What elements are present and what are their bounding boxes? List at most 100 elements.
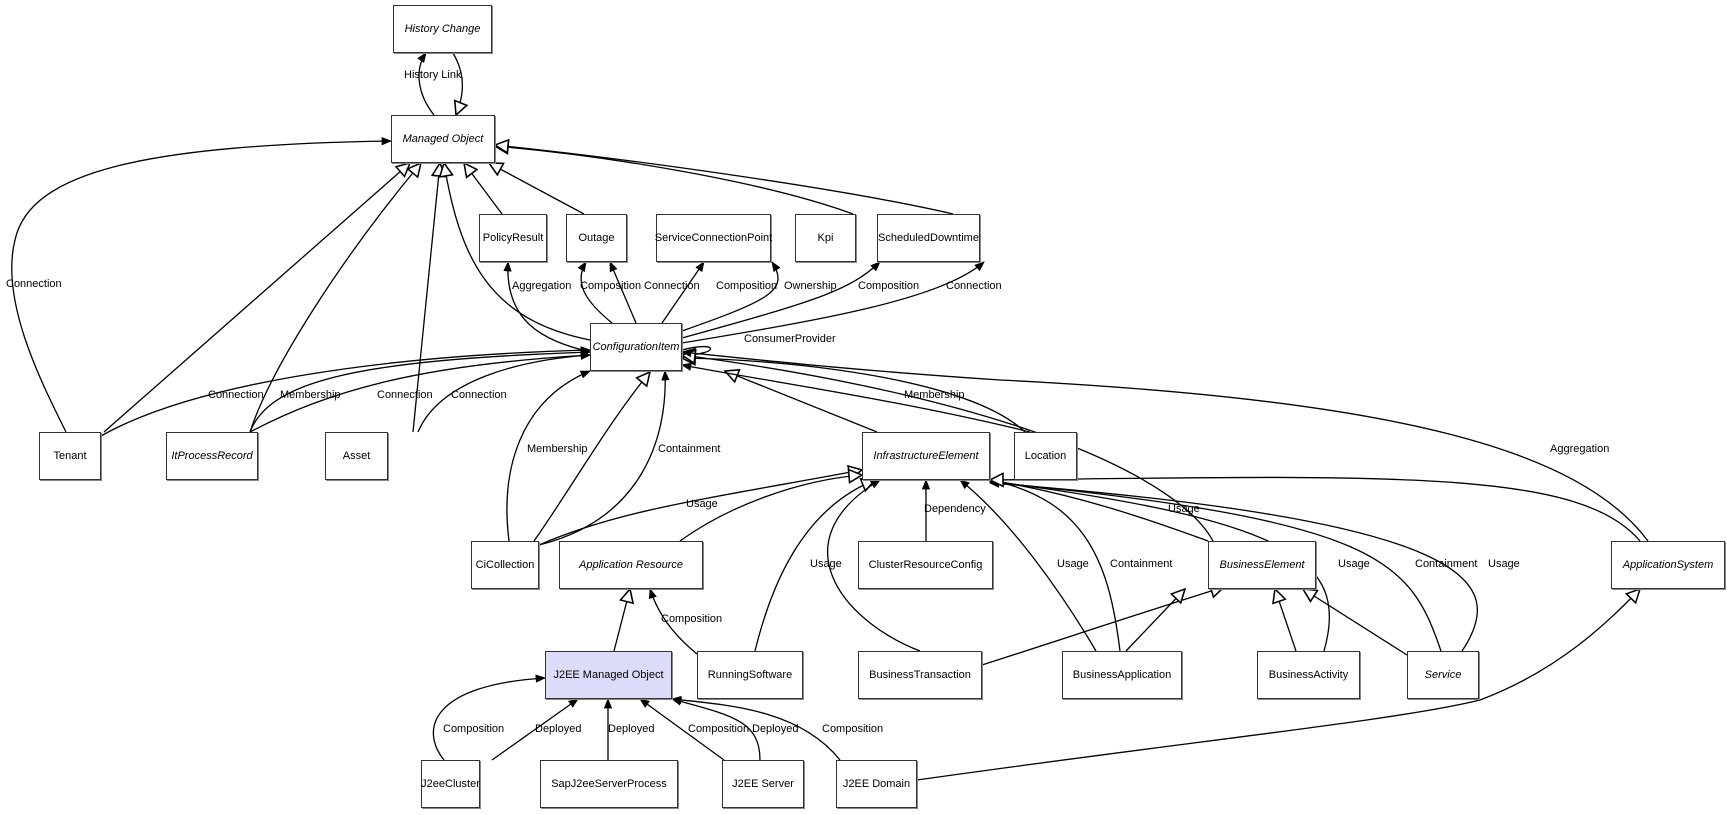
edge-ci-collection-to-configuration-item: [506, 370, 591, 542]
node-ci-collection[interactable]: CiCollection: [471, 541, 539, 589]
edge-label: Usage: [1338, 558, 1370, 570]
node-label: Kpi: [817, 232, 834, 244]
edge-label: Composition: [858, 280, 920, 292]
edge-configuration-item-to-outage: [609, 261, 637, 324]
node-business-activity[interactable]: BusinessActivity: [1257, 651, 1360, 699]
edge-tenant-to-managed-object: [103, 163, 410, 433]
edge-service-to-infrastructure-element: [988, 478, 1442, 652]
edge-business-application-to-infrastructure-element: [988, 477, 1121, 652]
node-label: CiCollection: [475, 559, 535, 571]
edge-ci-collection-to-infrastructure-element: [538, 470, 862, 546]
edge-label: Membership: [280, 389, 341, 401]
edge-outage-to-managed-object: [489, 163, 585, 215]
edge-application-resource-to-infrastructure-element: [679, 475, 862, 542]
node-it-process-record[interactable]: ItProcessRecord: [166, 432, 258, 480]
node-label: Application Resource: [579, 559, 683, 571]
edge-label: ConsumerProvider: [744, 333, 836, 345]
node-j2ee-domain[interactable]: J2EE Domain: [836, 760, 917, 808]
edge-policy-result-to-managed-object: [464, 163, 503, 215]
edge-business-application-to-infrastructure-element: [959, 479, 1097, 652]
edge-running-software-to-infrastructure-element: [754, 480, 875, 652]
edge-configuration-item-to-managed-object: [444, 163, 591, 341]
edge-label: Usage: [686, 498, 718, 510]
edge-configuration-item-to-kpi: [681, 261, 881, 339]
edge-label: Containment: [1110, 558, 1173, 570]
edge-label: Usage: [1488, 558, 1520, 570]
edge-j2ee-domain-to-application-system: [916, 589, 1640, 781]
node-label: ClusterResourceConfig: [868, 559, 983, 571]
edge-label: Composition: [716, 280, 778, 292]
edge-label: Containment: [1415, 558, 1478, 570]
node-application-system[interactable]: ApplicationSystem: [1611, 541, 1725, 589]
node-label: ScheduledDowntime: [878, 232, 979, 244]
node-service-connection-point[interactable]: ServiceConnectionPoint: [655, 214, 772, 262]
node-kpi[interactable]: Kpi: [795, 214, 856, 262]
node-j2ee-cluster[interactable]: J2eeCluster: [421, 760, 480, 808]
edge-label: Dependency: [924, 503, 986, 515]
edge-j2ee-server-to-j2ee-managed-object: [670, 697, 761, 761]
node-label: ItProcessRecord: [171, 450, 253, 462]
node-application-resource[interactable]: Application Resource: [559, 541, 703, 589]
node-policy-result[interactable]: PolicyResult: [479, 214, 547, 262]
node-label: ConfigurationItem: [592, 341, 680, 353]
edge-configuration-item-to-outage: [577, 261, 613, 324]
edge-j2ee-server-to-j2ee-managed-object: [639, 698, 725, 761]
edge-scheduled-downtime-to-managed-object: [495, 145, 954, 215]
node-label: BusinessElement: [1219, 559, 1305, 571]
node-label: Asset: [342, 450, 371, 462]
node-scheduled-downtime[interactable]: ScheduledDowntime: [877, 214, 980, 262]
edge-label: Deployed: [608, 723, 655, 735]
edge-j2ee-cluster-to-j2ee-managed-object: [491, 698, 579, 761]
node-tenant[interactable]: Tenant: [39, 432, 101, 480]
node-history-change[interactable]: History Change: [393, 5, 492, 53]
edge-label: Deployed: [752, 723, 799, 735]
edge-configuration-item-to-service-connection-point: [661, 261, 705, 324]
node-managed-object[interactable]: Managed Object: [391, 115, 495, 163]
edge-application-system-to-configuration-item: [680, 348, 1649, 542]
node-sap-j2ee-server-process[interactable]: SapJ2eeServerProcess: [540, 760, 678, 808]
node-asset[interactable]: Asset: [325, 432, 388, 480]
node-running-software[interactable]: RunningSoftware: [697, 651, 803, 699]
edge-kpi-to-managed-object: [495, 146, 854, 215]
node-infrastructure-element[interactable]: InfrastructureElement: [862, 432, 990, 480]
edge-business-application-to-business-element: [1125, 589, 1185, 652]
edge-it-process-record-to-configuration-item: [249, 351, 592, 433]
node-location[interactable]: Location: [1014, 432, 1077, 480]
node-label: Service: [1424, 669, 1462, 681]
edge-label: Aggregation: [1550, 443, 1610, 455]
edge-it-process-record-to-managed-object: [249, 163, 421, 433]
node-cluster-resource-config[interactable]: ClusterResourceConfig: [858, 541, 993, 589]
node-label: Location: [1024, 450, 1067, 462]
edge-label: Composition: [822, 723, 884, 735]
edge-history-change-to-managed-object: [452, 52, 462, 115]
node-business-application[interactable]: BusinessApplication: [1062, 651, 1182, 699]
edge-label: Membership: [527, 443, 588, 455]
edge-running-software-to-application-resource: [648, 588, 698, 655]
edge-business-transaction-to-business-element: [981, 587, 1224, 666]
node-label: InfrastructureElement: [873, 450, 979, 462]
node-service[interactable]: Service: [1407, 651, 1479, 699]
node-j2ee-managed-object[interactable]: J2EE Managed Object: [545, 651, 672, 699]
edge-j2ee-cluster-to-j2ee-managed-object: [432, 674, 547, 761]
edge-label: Aggregation: [512, 280, 572, 292]
node-label: J2EE Domain: [842, 778, 911, 790]
node-j2ee-server[interactable]: J2EE Server: [722, 760, 804, 808]
edge-tenant-to-configuration-item: [100, 346, 592, 437]
edge-business-transaction-to-infrastructure-element: [827, 479, 921, 652]
edge-label: Connection: [6, 278, 62, 290]
node-label: RunningSoftware: [707, 669, 793, 681]
edge-service-to-business-element: [1303, 589, 1408, 656]
edge-label: Connection: [451, 389, 507, 401]
node-outage[interactable]: Outage: [566, 214, 627, 262]
node-configuration-item[interactable]: ConfigurationItem: [590, 323, 682, 371]
edge-application-system-to-infrastructure-element: [990, 477, 1641, 542]
node-label: J2eeCluster: [421, 778, 480, 790]
node-business-transaction[interactable]: BusinessTransaction: [858, 651, 982, 699]
edge-ci-collection-to-configuration-item: [538, 369, 670, 546]
edge-label: Composition: [443, 723, 505, 735]
node-business-element[interactable]: BusinessElement: [1208, 541, 1316, 589]
edge-label: Connection: [946, 280, 1002, 292]
edge-label: Connection: [644, 280, 700, 292]
node-label: History Change: [404, 23, 481, 35]
